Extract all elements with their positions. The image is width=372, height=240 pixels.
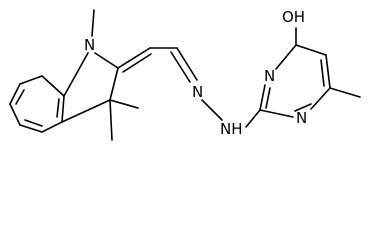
bond — [310, 87, 331, 110]
bond — [9, 83, 21, 105]
bond — [109, 99, 113, 141]
bond — [259, 84, 266, 111]
bond — [61, 99, 111, 123]
bond — [19, 75, 43, 85]
bond — [41, 75, 65, 97]
bond — [91, 9, 95, 37]
bond — [176, 47, 198, 81]
structure-diagram: N N NH N N OH — [9, 8, 361, 141]
atom-label-nh-hydrazone: NH — [220, 120, 243, 138]
bond — [295, 44, 327, 56]
bond — [122, 53, 152, 73]
bond — [9, 103, 21, 126]
bond — [117, 47, 151, 69]
bond — [259, 109, 294, 118]
atom-label-n-indoline: N — [84, 36, 95, 54]
bond — [320, 59, 325, 87]
atom-label-layer: N N NH N N OH — [84, 8, 307, 138]
atom-label-n-hydrazone-1: N — [192, 83, 203, 101]
bond-layer — [9, 9, 361, 141]
bond — [24, 119, 43, 127]
bond — [61, 95, 65, 123]
bond — [275, 44, 297, 70]
bond — [56, 98, 60, 118]
bond — [109, 67, 119, 101]
bond — [325, 54, 331, 89]
bond — [109, 99, 139, 109]
bond — [201, 99, 223, 121]
bond — [245, 109, 261, 128]
bond — [265, 87, 271, 109]
atom-label-n-pyrimidine-1: N — [264, 67, 275, 85]
bond — [329, 87, 361, 98]
bond — [94, 52, 119, 69]
bond — [41, 121, 63, 133]
bond — [15, 89, 25, 105]
bond — [63, 52, 89, 97]
bond — [19, 124, 43, 133]
bond — [170, 51, 191, 83]
bond — [294, 103, 312, 112]
atom-label-hydroxyl: OH — [282, 8, 305, 26]
atom-label-n-pyrimidine-2: N — [296, 109, 307, 127]
